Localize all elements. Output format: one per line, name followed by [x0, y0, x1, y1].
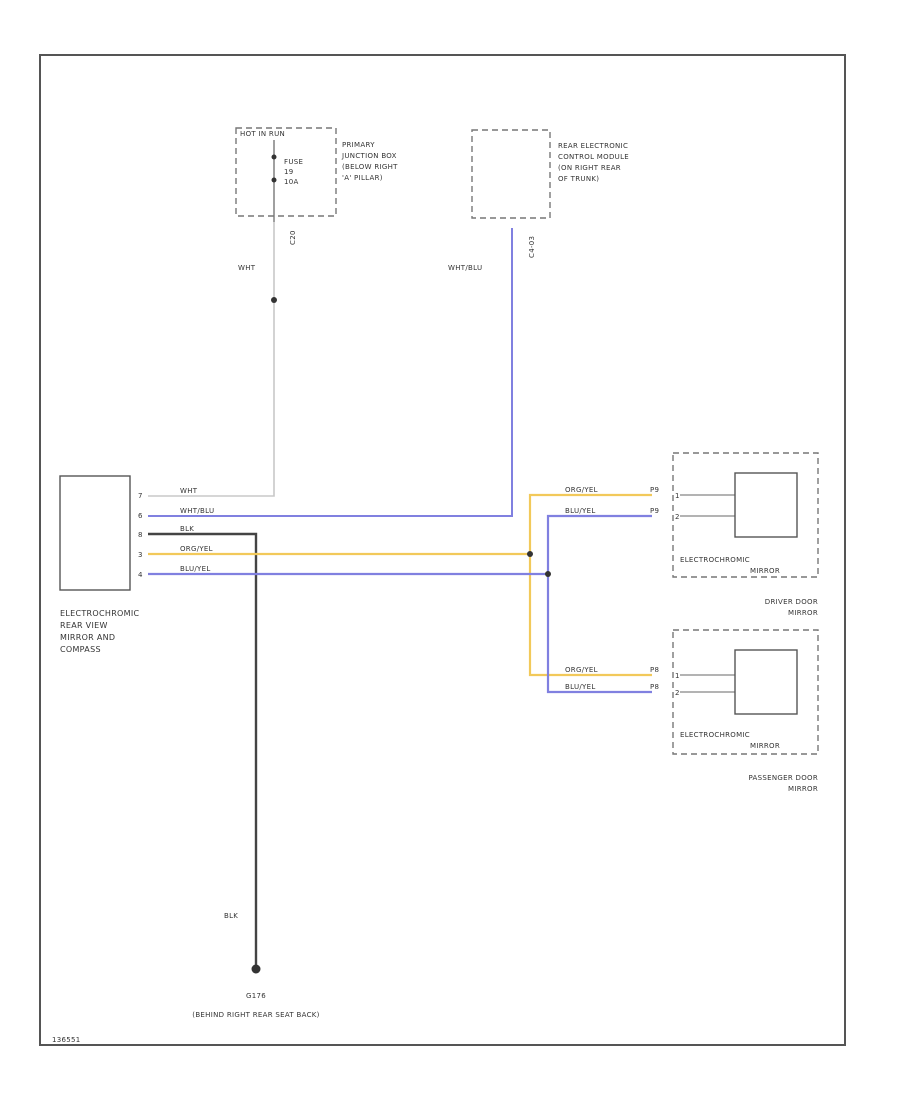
mirror-pin-3: 3 — [138, 551, 143, 559]
mirror-wire-blk: BLK — [180, 525, 194, 533]
fuse-wire-label: WHT — [238, 264, 256, 272]
passenger-wire-org-yel: ORG/YEL — [565, 666, 598, 674]
rem-outline — [471, 129, 551, 219]
passenger-inner-1: MIRROR — [750, 742, 780, 750]
driver-mirror-outline — [672, 452, 819, 578]
passenger-pin-1: 2 — [675, 689, 680, 697]
driver-inner-0: ELECTROCHROMIC — [680, 556, 750, 564]
driver-pin-0: 1 — [675, 492, 680, 500]
mirror-pin-1: 6 — [138, 512, 143, 520]
driver-wire-blu-yel: BLU/YEL — [565, 507, 596, 515]
driver-desc-1: MIRROR — [788, 609, 818, 617]
fuse-box-header: HOT IN RUN — [240, 130, 285, 138]
fuse-box-desc-3: 'A' PILLAR) — [342, 174, 383, 182]
diagram-frame — [39, 54, 846, 1046]
fuse-terminal-bottom — [271, 177, 277, 183]
rem-desc-3: OF TRUNK) — [558, 175, 599, 183]
mirror-wire-org-yel: ORG/YEL — [180, 545, 213, 553]
driver-conn-1: P9 — [650, 507, 659, 515]
ground-point — [251, 964, 261, 974]
driver-pin-1: 2 — [675, 513, 680, 521]
passenger-inner-0: ELECTROCHROMIC — [680, 731, 750, 739]
ground-desc-0: G176 — [246, 992, 266, 1000]
mirror-desc-3: COMPASS — [60, 645, 101, 654]
passenger-pin-0: 1 — [675, 672, 680, 680]
fuse-label-2: 10A — [284, 178, 299, 186]
rem-desc-1: CONTROL MODULE — [558, 153, 629, 161]
passenger-desc-1: MIRROR — [788, 785, 818, 793]
driver-door-mirror: P9 P9 1 2 ORG/YEL BLU/YEL ELECTROCHROMIC… — [565, 452, 819, 617]
passenger-mirror-motor — [734, 649, 798, 715]
wire-wht-blu — [148, 228, 513, 517]
splice-org-yel — [527, 551, 533, 557]
rem-wire-label: WHT/BLU — [448, 264, 482, 272]
driver-inner-1: MIRROR — [750, 567, 780, 575]
mirror-box — [59, 475, 131, 591]
figure-code: 136551 — [52, 1036, 81, 1044]
mirror-wire-blu-yel: BLU/YEL — [180, 565, 211, 573]
rem-desc-2: (ON RIGHT REAR — [558, 164, 621, 172]
fuse-box-desc-0: PRIMARY — [342, 141, 375, 149]
mirror-desc-1: REAR VIEW — [60, 621, 108, 630]
ground-wire-label: BLK — [224, 912, 238, 920]
mirror-desc-2: MIRROR AND — [60, 633, 115, 642]
passenger-mirror-outline — [672, 629, 819, 755]
wire-wht — [148, 222, 275, 497]
fuse-box-outline — [235, 127, 337, 217]
passenger-conn-1: P8 — [650, 683, 659, 691]
splice-wht — [271, 297, 277, 303]
passenger-door-mirror: P8 P8 1 2 ORG/YEL BLU/YEL ELECTROCHROMIC… — [565, 629, 819, 793]
mirror-wire-wht-blu: WHT/BLU — [180, 507, 214, 515]
fuse-box-desc-1: JUNCTION BOX — [341, 152, 397, 160]
ground-desc-1: (BEHIND RIGHT REAR SEAT BACK) — [192, 1011, 319, 1019]
ground: BLK G176 (BEHIND RIGHT REAR SEAT BACK) — [192, 912, 319, 1019]
rem-desc-0: REAR ELECTRONIC — [558, 142, 628, 150]
fuse-pin-label: C20 — [289, 230, 297, 245]
mirror-pin-0: 7 — [138, 492, 143, 500]
driver-desc-0: DRIVER DOOR — [765, 598, 818, 606]
driver-mirror-motor — [734, 472, 798, 538]
mirror-wire-wht: WHT — [180, 487, 198, 495]
rem-pin-label: C4-03 — [528, 236, 536, 258]
passenger-conn-0: P8 — [650, 666, 659, 674]
rem-module: REAR ELECTRONIC CONTROL MODULE (ON RIGHT… — [448, 129, 629, 272]
passenger-desc-0: PASSENGER DOOR — [748, 774, 818, 782]
fuse-box: HOT IN RUN FUSE 19 10A PRIMARY JUNCTION … — [235, 127, 398, 272]
wire-org-yel-doors — [528, 493, 652, 677]
mirror-pin-2: 8 — [138, 531, 143, 539]
fuse-box-desc-2: (BELOW RIGHT — [342, 163, 398, 171]
fuse-terminal-top — [271, 154, 277, 160]
driver-conn-0: P9 — [650, 486, 659, 494]
fuse-label-0: FUSE — [284, 158, 303, 166]
passenger-wire-blu-yel: BLU/YEL — [565, 683, 596, 691]
wire-blk — [148, 532, 258, 966]
driver-wire-org-yel: ORG/YEL — [565, 486, 598, 494]
wires — [148, 222, 735, 966]
wire-blu-yel-doors — [546, 514, 652, 694]
rear-view-mirror: 7 6 8 3 4 WHT WHT/BLU BLK ORG/YEL BLU/YE… — [59, 475, 214, 654]
fuse-label-1: 19 — [284, 168, 294, 176]
mirror-pin-4: 4 — [138, 571, 143, 579]
mirror-desc-0: ELECTROCHROMIC — [60, 609, 140, 618]
splice-blu-yel — [545, 571, 551, 577]
